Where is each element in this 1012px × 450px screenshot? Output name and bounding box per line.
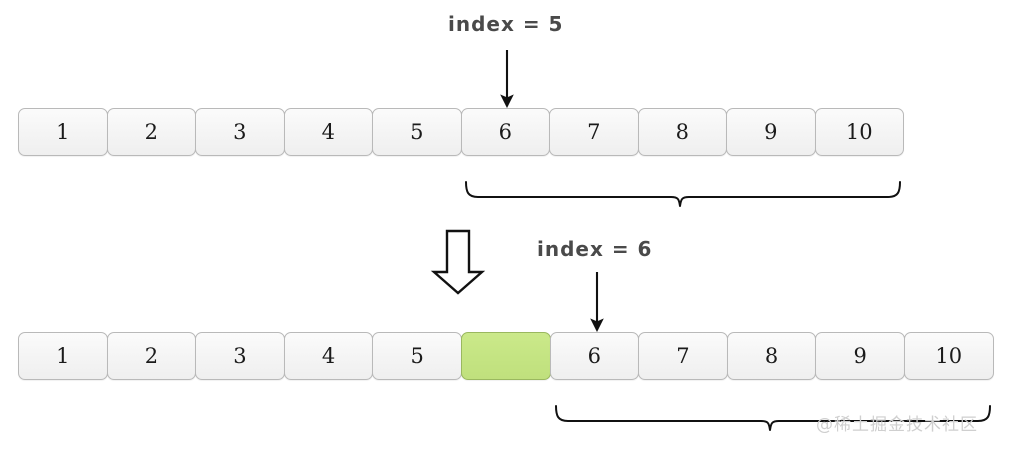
array-cell-before-7: 8 [637,108,727,156]
array-cell-after-2: 3 [195,332,285,380]
array-cell-before-6: 7 [549,108,639,156]
array-cell-after-1: 2 [106,332,197,380]
label-index-middle: index = 6 [537,237,653,261]
array-cell-after-3: 4 [283,332,374,380]
array-cell-before-4: 5 [372,108,462,156]
array-cell-before-1: 2 [106,108,196,156]
array-cell-before-9: 10 [814,108,904,156]
hollow-down-arrow [430,229,486,295]
array-cell-after-7: 7 [638,332,728,380]
watermark: @稀土掘金技术社区 [816,415,978,435]
array-cell-before-8: 9 [726,108,816,156]
array-cell-before-2: 3 [195,108,285,156]
array-cell-after-10: 10 [903,332,994,380]
array-cell-before-3: 4 [283,108,373,156]
brace-top [465,181,901,207]
array-cell-after-0: 1 [18,332,108,380]
label-index-top: index = 5 [448,12,564,36]
array-cell-before-5: 6 [460,108,550,156]
array-cell-before-0: 1 [18,108,108,156]
array-cell-after-5 [460,332,551,380]
array-cell-after-4: 5 [372,332,462,380]
array-cell-after-9: 9 [815,332,905,380]
array-cell-after-8: 8 [726,332,817,380]
array-cell-after-6: 6 [549,332,640,380]
